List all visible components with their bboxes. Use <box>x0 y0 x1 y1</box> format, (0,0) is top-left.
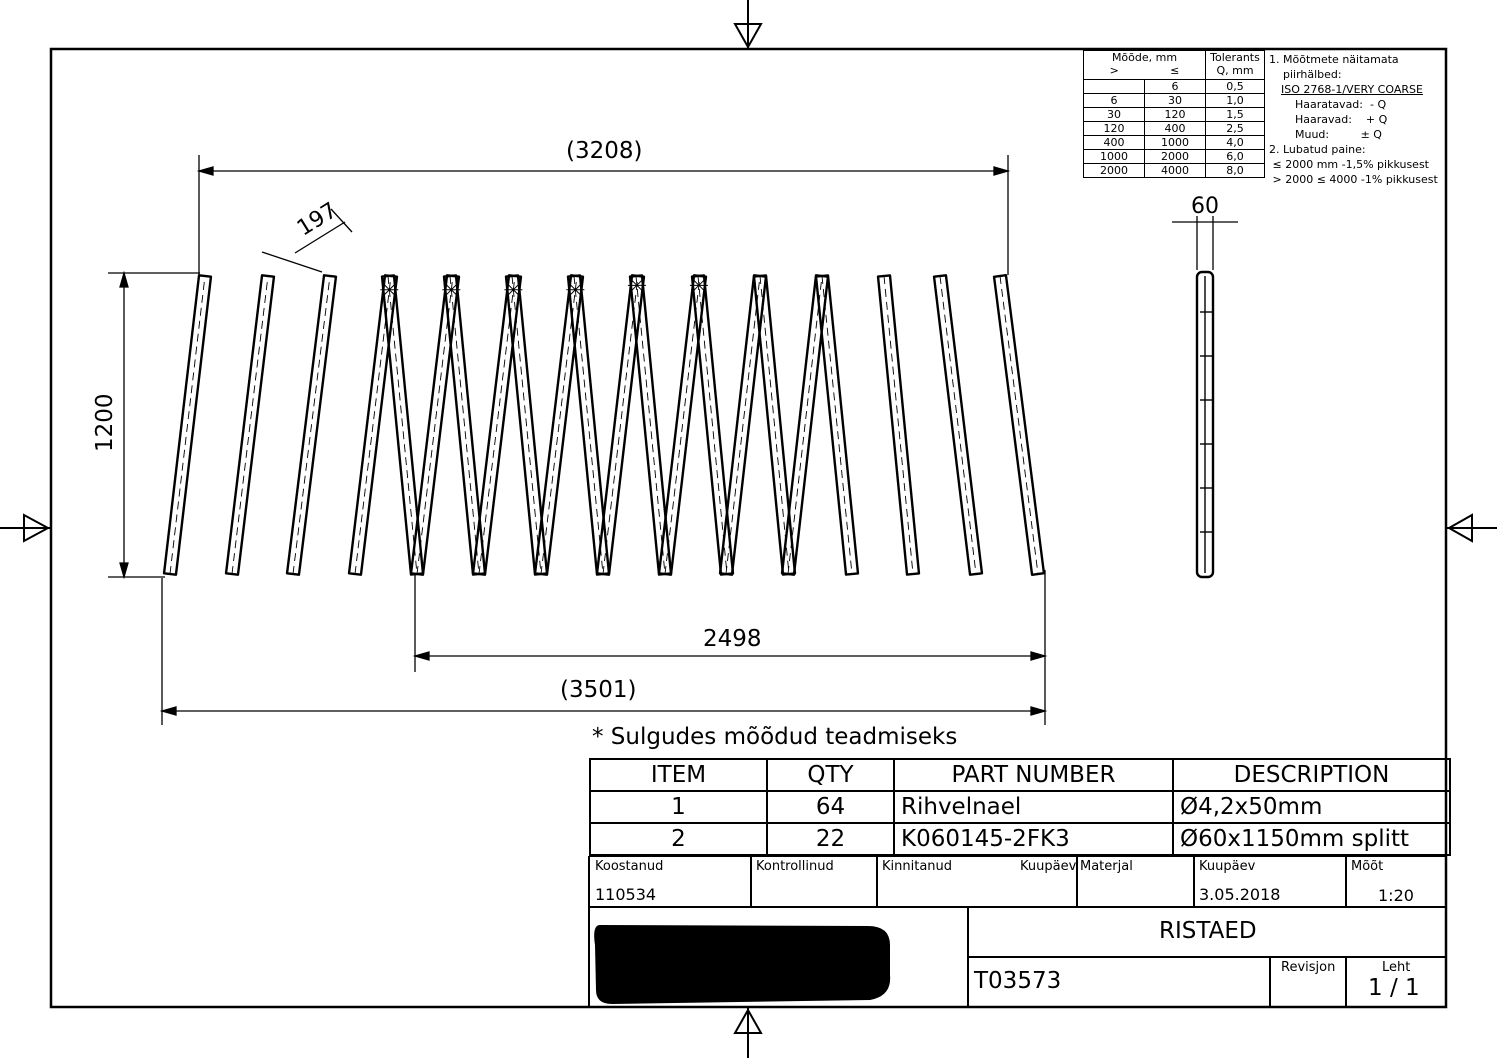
nail-mark <box>504 282 523 298</box>
lattice-rail <box>932 274 984 576</box>
drawing-number: T03573 <box>974 968 1062 994</box>
kontrollinud-label: Kontrollinud <box>756 859 834 874</box>
tolerance-notes: 1. Mõõtmete näitamata piirhälbed: ISO 27… <box>1269 53 1438 186</box>
tol-header-le: ≤ <box>1170 64 1180 77</box>
moot-value: 1:20 <box>1378 886 1414 905</box>
lattice-rail <box>752 274 797 576</box>
rail-centerline <box>664 275 701 575</box>
rail-centerline <box>635 275 666 575</box>
revisjon-label: Revisjon <box>1281 960 1336 975</box>
lattice-rail <box>224 274 276 576</box>
rail-centerline <box>478 275 516 575</box>
side-view <box>1195 270 1215 579</box>
redacted-logo <box>594 925 891 1004</box>
lattice-rail <box>814 274 860 576</box>
rail-centerline <box>511 275 542 575</box>
lattice-rail <box>285 274 338 576</box>
koostanud-label: Koostanud <box>595 859 664 874</box>
tol-header-size: Mõõde, mm <box>1111 51 1178 64</box>
lattice-rail <box>162 274 213 576</box>
nail-mark <box>442 282 461 298</box>
rail-centerline <box>821 275 853 575</box>
dimension-overall-top: (3208) <box>566 138 643 164</box>
kuupaev-value: 3.05.2018 <box>1199 885 1281 904</box>
leht-label: Leht <box>1382 960 1411 975</box>
dimension-inner-bottom: 2498 <box>703 626 762 652</box>
lattice-rail <box>442 274 487 576</box>
nail-mark <box>689 277 708 293</box>
side-rail-outline <box>1195 270 1215 579</box>
rail-centerline <box>449 275 480 575</box>
lattice-rail <box>504 274 549 576</box>
dimension-height: 1200 <box>92 393 118 452</box>
moot-label: Mõõt <box>1351 859 1384 874</box>
rail-centerline <box>787 275 823 575</box>
bom-header: ITEM QTY PART NUMBER DESCRIPTION <box>589 758 1451 792</box>
kuupaev-label-2: Kuupäev <box>1199 859 1256 874</box>
rail-centerline <box>540 275 578 575</box>
reference-note: * Sulgudes mõõdud teadmiseks <box>592 724 958 750</box>
rail-centerline <box>231 275 269 575</box>
lattice-rail <box>566 274 611 576</box>
rail-centerline <box>416 275 454 575</box>
kinnitanud-label: Kinnitanud <box>882 859 953 874</box>
rail-centerline <box>354 275 392 575</box>
kuupaev-label-1: Kuupäev <box>1020 859 1077 874</box>
bill-of-materials: ITEM QTY PART NUMBER DESCRIPTION 1 64 Ri… <box>589 758 1451 856</box>
koostanud-value: 110534 <box>595 885 657 904</box>
bom-row: 1 64 Rihvelnael Ø4,2x50mm <box>589 790 1451 824</box>
rail-centerline <box>602 275 639 575</box>
nail-mark <box>627 277 646 293</box>
drawing-title: RISTAED <box>1159 918 1257 944</box>
rail-centerline <box>725 275 761 575</box>
tol-header-tol: Tolerants <box>1210 51 1260 64</box>
title-block-lines <box>588 855 1446 1007</box>
bom-row: 2 22 K060145-2FK3 Ø60x1150mm splitt <box>589 822 1451 856</box>
lattice-rail <box>876 274 921 576</box>
leht-value: 1 / 1 <box>1368 975 1420 1001</box>
lattice-rail <box>992 274 1046 576</box>
dimension-lines <box>108 155 1238 725</box>
tol-header-gt: > <box>1109 64 1119 77</box>
rail-centerline <box>883 275 914 575</box>
lattice-rail <box>380 274 425 576</box>
rail-centerline <box>939 275 977 575</box>
lattice-rail <box>690 274 735 576</box>
dimension-side-width: 60 <box>1191 194 1219 219</box>
tol-header-unit: Q, mm <box>1216 64 1254 77</box>
rail-centerline <box>697 275 728 575</box>
rail-centerline <box>759 275 790 575</box>
rail-centerline <box>169 275 206 575</box>
nail-mark <box>566 282 585 298</box>
rail-centerline <box>387 275 418 575</box>
dimension-overall-bottom: (3501) <box>560 677 637 703</box>
lattice-rail <box>628 274 673 576</box>
lattice-gate-front-view <box>162 274 1046 576</box>
rail-centerline <box>999 275 1039 575</box>
rail-centerline <box>292 275 331 575</box>
materjal-label: Materjal <box>1080 859 1133 874</box>
rail-centerline <box>573 275 604 575</box>
nail-mark <box>380 282 399 298</box>
